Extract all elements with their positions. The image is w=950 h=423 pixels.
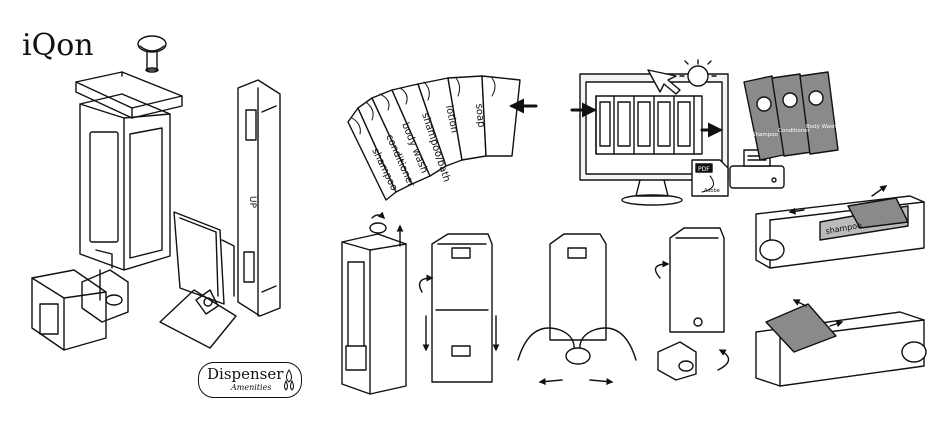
cartridge-insert-bottom: [756, 300, 926, 386]
badge-subtitle: Amenities: [231, 383, 271, 392]
step1-dispenser: [342, 215, 406, 394]
step3-hands: [518, 234, 636, 382]
lightbulb-icon: [688, 66, 708, 86]
card-label: Body Wash: [806, 124, 837, 130]
hinge-bracket: [160, 212, 236, 348]
top-knob-icon: [138, 36, 166, 72]
badge-title: Dispenser: [207, 365, 283, 383]
dispenser-cup: [32, 270, 106, 350]
step2-dispenser: [420, 234, 496, 382]
adobe-label: Adobe: [704, 188, 720, 194]
dispenser-lid: [76, 72, 182, 118]
wall-panel: [238, 80, 280, 316]
exploded-dispenser: [32, 36, 280, 350]
step4-dispenser: [656, 228, 729, 380]
brand-badge: Dispenser Amenities: [198, 362, 302, 398]
card-label: Shampoo: [752, 132, 779, 138]
pdf-label: PDF: [698, 166, 710, 173]
pump-nozzle: [82, 270, 128, 322]
water-drops-icon: [282, 369, 296, 395]
printed-cards: [744, 72, 838, 160]
dispenser-body: [80, 94, 170, 270]
panel-up-label: UP: [247, 196, 257, 209]
